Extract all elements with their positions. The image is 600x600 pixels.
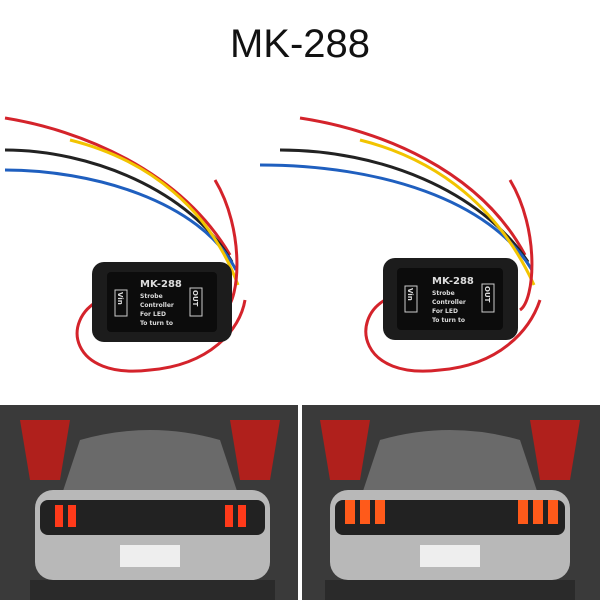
controller-module-right: Vin OUT MK-288 Strobe Controller For LED… <box>383 258 518 340</box>
car-photo-left <box>0 405 298 600</box>
module-line: For LED <box>140 311 166 318</box>
module-line: To turn to <box>140 320 173 327</box>
module-line: For LED <box>432 308 458 315</box>
module-line: Strobe <box>432 290 455 297</box>
module-line: Controller <box>432 299 466 306</box>
controller-module-left: Vin OUT MK-288 Strobe Controller For LED… <box>92 262 232 342</box>
module-line: To turn to <box>432 317 465 324</box>
module-line: Controller <box>140 302 174 309</box>
wire-harness-right <box>259 116 542 373</box>
product-title: MK-288 <box>229 22 371 66</box>
module-line: Strobe <box>140 293 163 300</box>
input-label: Vin <box>116 292 124 305</box>
module-model-label: MK-288 <box>432 276 474 287</box>
car-photo-right <box>302 405 600 600</box>
module-model-label: MK-288 <box>140 279 182 290</box>
output-label: OUT <box>191 290 199 307</box>
output-label: OUT <box>483 286 491 303</box>
input-label: Vin <box>406 288 414 301</box>
